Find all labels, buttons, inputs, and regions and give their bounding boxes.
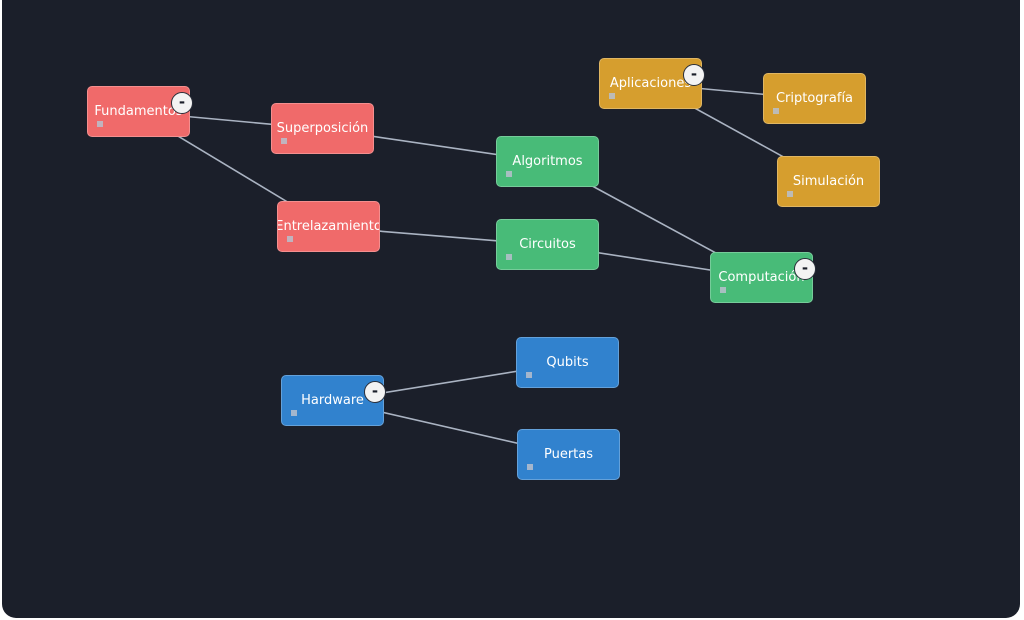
node-label: Entrelazamiento: [277, 219, 380, 234]
node-entrelazamiento[interactable]: Entrelazamiento: [277, 201, 380, 252]
node-handle[interactable]: [720, 287, 726, 293]
node-handle[interactable]: [609, 93, 615, 99]
node-criptografia[interactable]: Criptografía: [763, 73, 866, 124]
node-handle[interactable]: [526, 372, 532, 378]
node-handle[interactable]: [506, 254, 512, 260]
node-handle[interactable]: [291, 410, 297, 416]
node-label: Hardware: [301, 393, 364, 408]
node-handle[interactable]: [281, 138, 287, 144]
node-handle[interactable]: [527, 464, 533, 470]
collapse-toggle-hardware[interactable]: -: [364, 381, 386, 403]
node-label: Criptografía: [775, 91, 854, 106]
collapse-toggle-computacion[interactable]: -: [794, 258, 816, 280]
node-circuitos[interactable]: Circuitos: [496, 219, 599, 270]
node-qubits[interactable]: Qubits: [516, 337, 619, 388]
node-handle[interactable]: [773, 108, 779, 114]
node-aplicaciones[interactable]: Aplicaciones: [599, 58, 702, 109]
node-label: Circuitos: [519, 237, 576, 252]
node-superposicion[interactable]: Superposición: [271, 103, 374, 154]
node-algoritmos[interactable]: Algoritmos: [496, 136, 599, 187]
node-label: Qubits: [546, 355, 589, 370]
node-computacion[interactable]: Computación: [710, 252, 813, 303]
node-fundamentos[interactable]: Fundamentos: [87, 86, 190, 137]
node-label: Computación: [718, 270, 805, 285]
node-label: Simulación: [792, 174, 865, 189]
node-simulacion[interactable]: Simulación: [777, 156, 880, 207]
node-handle[interactable]: [506, 171, 512, 177]
node-label: Superposición: [276, 121, 369, 136]
node-label: Fundamentos: [94, 104, 183, 119]
node-handle[interactable]: [787, 191, 793, 197]
node-handle[interactable]: [287, 236, 293, 242]
node-handle[interactable]: [97, 121, 103, 127]
node-label: Puertas: [543, 447, 594, 462]
node-puertas[interactable]: Puertas: [517, 429, 620, 480]
collapse-toggle-fundamentos[interactable]: -: [171, 92, 193, 114]
node-label: Algoritmos: [512, 154, 583, 169]
collapse-toggle-aplicaciones[interactable]: -: [683, 64, 705, 86]
node-label: Aplicaciones: [609, 76, 692, 91]
